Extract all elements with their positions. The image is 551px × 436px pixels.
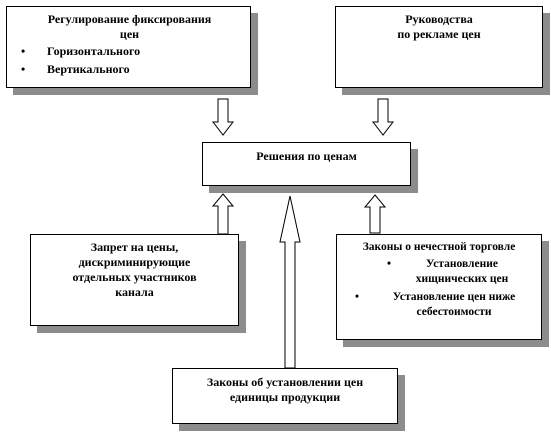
box-price-advertising-guides: Руководства по рекламе цен xyxy=(335,6,543,88)
arrow-top-right-to-center xyxy=(371,98,395,136)
predatory-pricing-line: Установление xyxy=(426,258,498,270)
bullet-icon: • xyxy=(355,291,360,303)
arrow-mid-right-to-center xyxy=(363,194,387,234)
unit-pricing-line: Законы об установлении цен xyxy=(206,375,364,389)
price-fixing-title: Регулирование фиксирования цен xyxy=(15,12,244,42)
price-advertising-title-line: по рекламе цен xyxy=(397,27,481,41)
unfair-trade-list: • Установление хищнических цен • Установ… xyxy=(337,257,541,320)
price-fixing-vertical: Вертикального xyxy=(47,62,130,76)
price-discrimination-line: отдельных участников xyxy=(72,270,197,284)
price-fixing-title-line: цен xyxy=(119,27,140,41)
price-fixing-horizontal: Горизонтального xyxy=(47,44,141,58)
list-item: • Установление цен ниже себестоимости xyxy=(337,290,541,320)
arrow-top-left-to-center xyxy=(211,98,235,136)
predatory-pricing-line: хищнических цен xyxy=(415,273,509,285)
pricing-decisions-title: Решения по ценам xyxy=(256,149,357,163)
box-price-discrimination-ban: Запрет на цены, дискриминирующие отдельн… xyxy=(30,234,239,326)
box-unit-pricing-laws: Законы об установлении цен единицы проду… xyxy=(172,368,398,424)
bullet-icon: • xyxy=(21,62,26,76)
list-item: • Горизонтального xyxy=(15,44,244,59)
price-fixing-list: • Горизонтального • Вертикального xyxy=(15,44,244,77)
price-discrimination-line: канала xyxy=(115,285,154,299)
box-price-fixing-regulation: Регулирование фиксирования цен • Горизон… xyxy=(6,6,251,88)
unit-pricing-line: единицы продукции xyxy=(229,390,341,404)
price-fixing-title-line: Регулирование фиксирования xyxy=(47,12,212,26)
below-cost-pricing-line: себестоимости xyxy=(416,306,492,318)
arrow-mid-left-to-center xyxy=(211,193,235,235)
bullet-icon: • xyxy=(21,44,26,58)
list-item: • Установление хищнических цен xyxy=(337,257,541,287)
price-advertising-title-line: Руководства xyxy=(405,12,473,26)
arrow-bottom-to-center xyxy=(279,195,301,369)
price-discrimination-line: Запрет на цены, xyxy=(90,240,179,254)
list-item: • Вертикального xyxy=(15,62,244,77)
box-unfair-trade-laws: Законы о нечестной торговле • Установлен… xyxy=(336,234,542,340)
box-pricing-decisions: Решения по ценам xyxy=(202,142,411,186)
bullet-icon: • xyxy=(387,258,392,270)
below-cost-pricing-line: Установление цен ниже xyxy=(392,291,516,303)
unfair-trade-title: Законы о нечестной торговле xyxy=(362,241,516,253)
price-discrimination-line: дискриминирующие xyxy=(78,255,191,269)
